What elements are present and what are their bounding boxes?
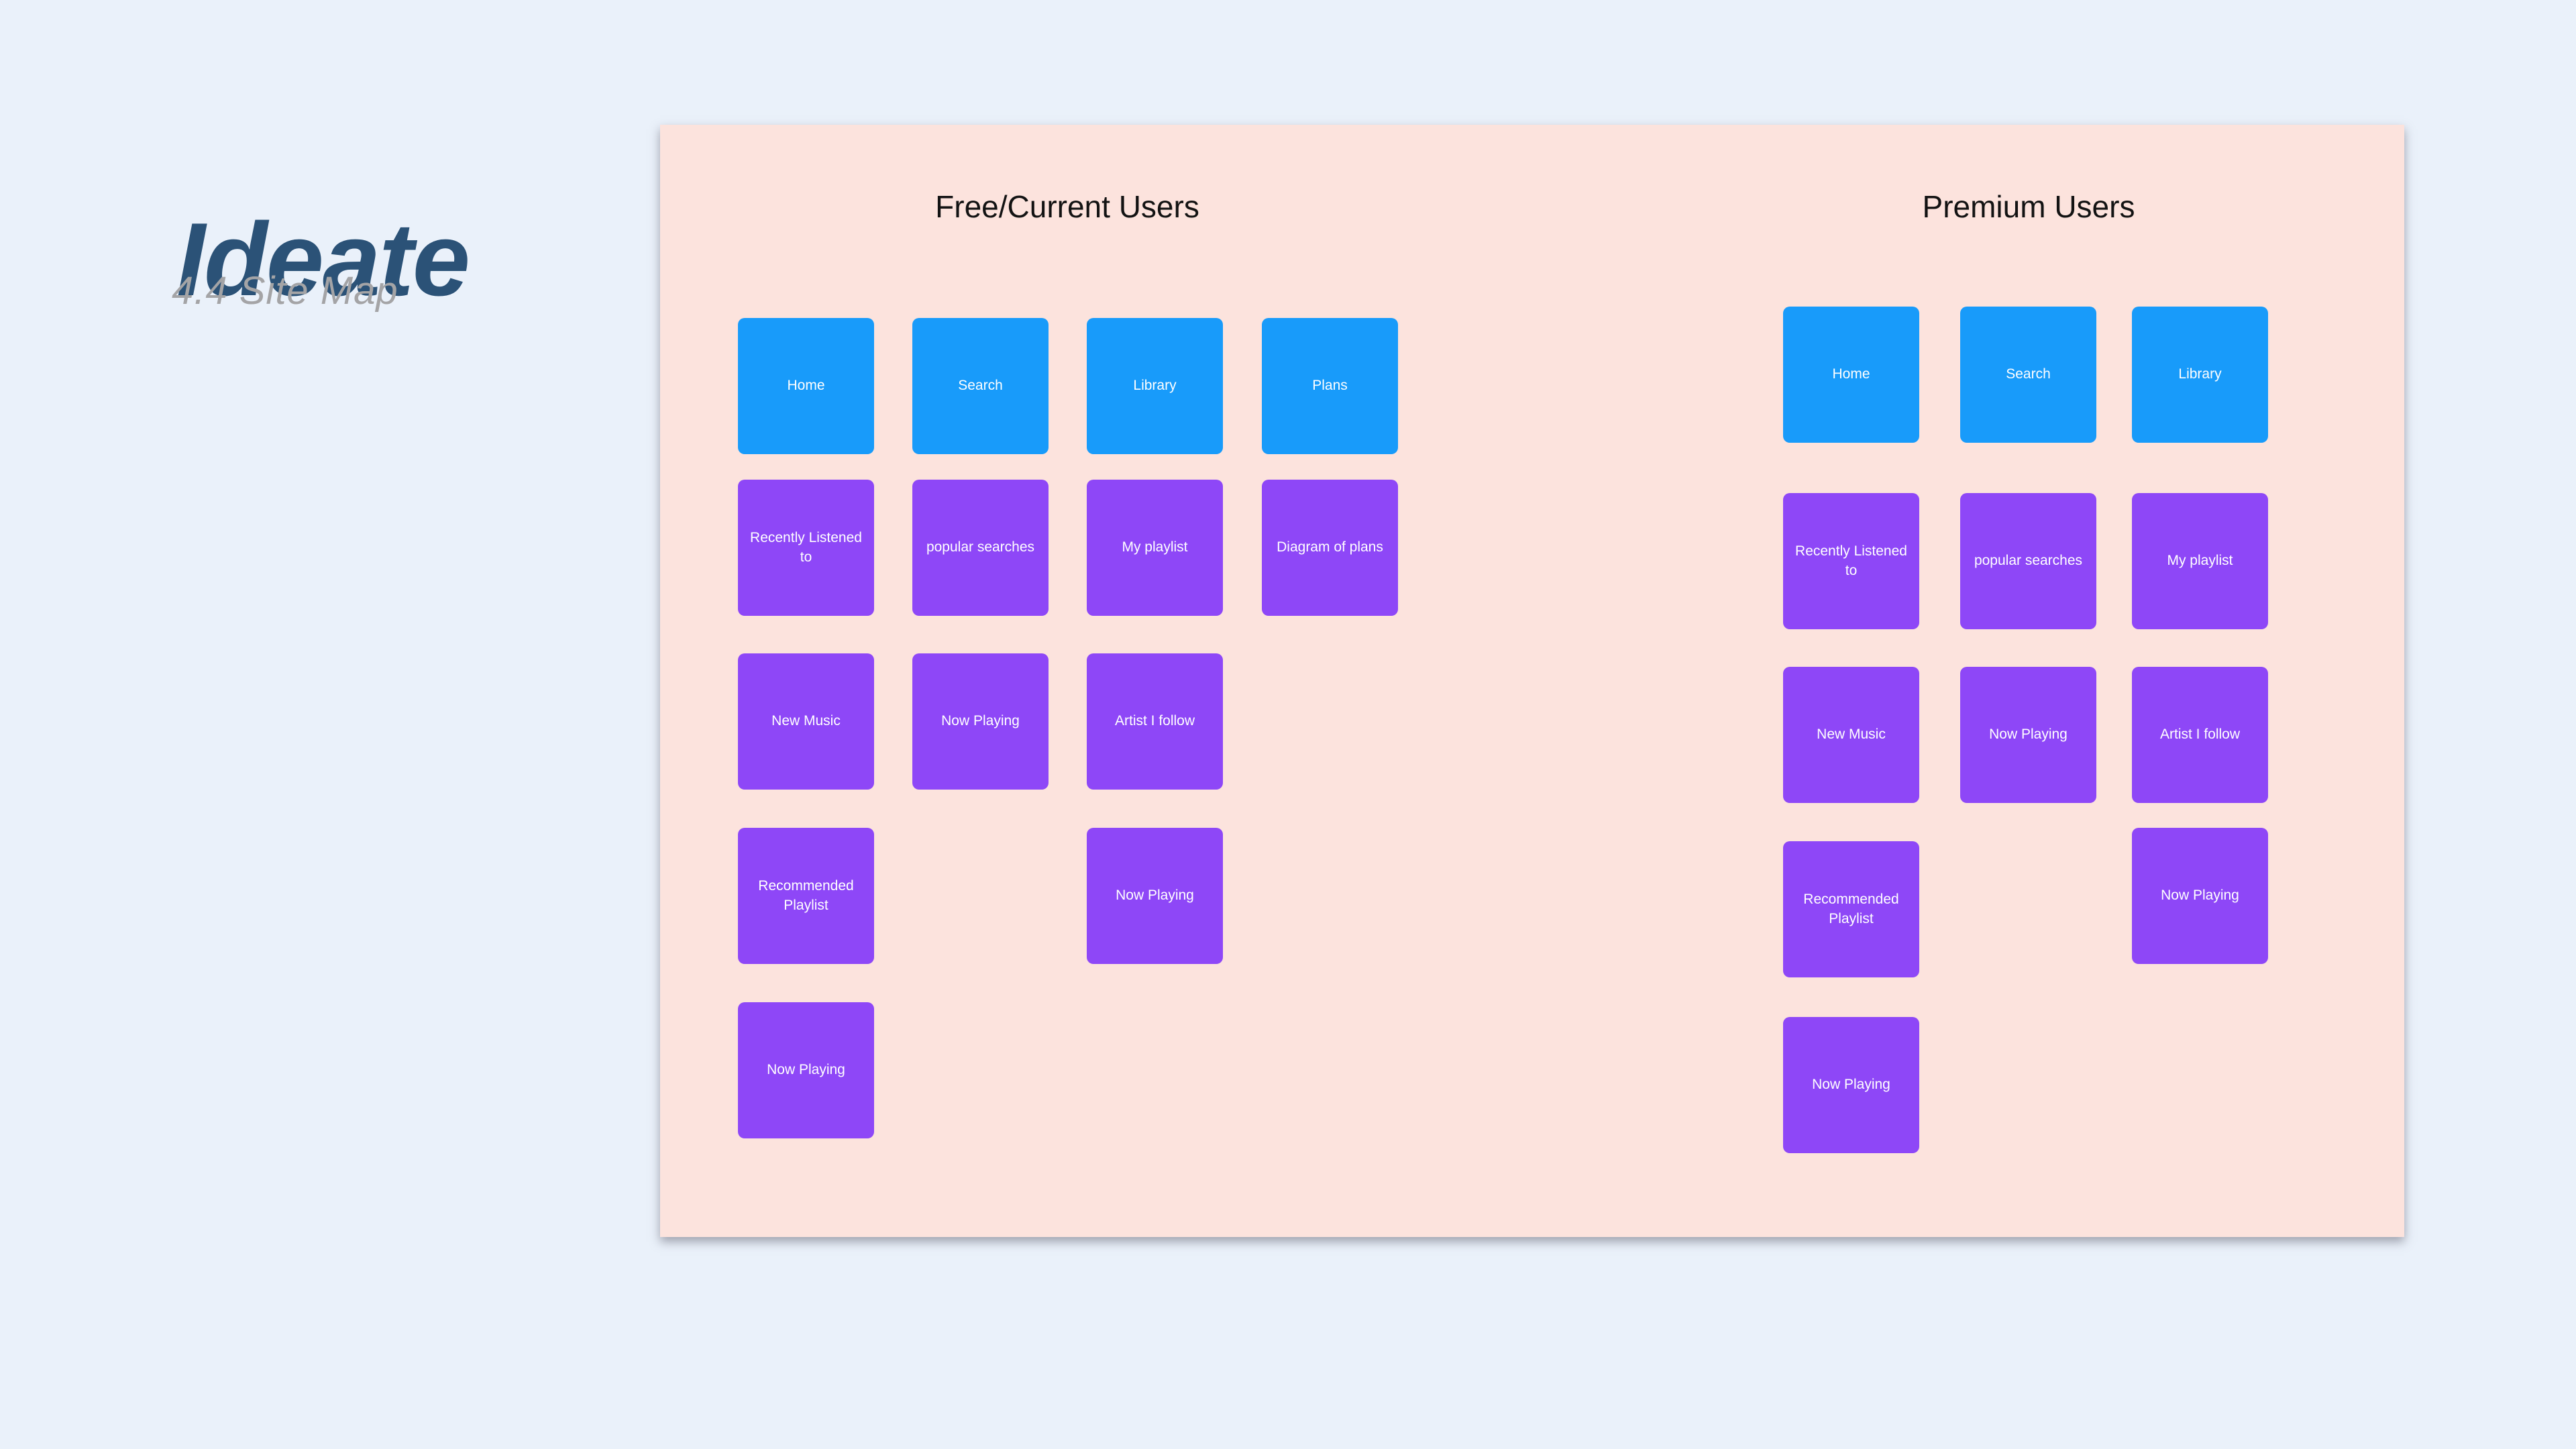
card-label: Diagram of plans — [1277, 539, 1383, 555]
card-label: Search — [2006, 366, 2051, 382]
card-label: My playlist — [1122, 539, 1188, 555]
card-label: Now Playing — [1989, 727, 2068, 743]
card-label: Plans — [1312, 378, 1348, 394]
card-label: Home — [1832, 366, 1870, 382]
sitemap-card-free-r0c0[interactable]: Home — [738, 318, 874, 454]
sitemap-card-premium-r0c2[interactable]: Library — [2132, 307, 2268, 443]
card-label: Library — [1133, 378, 1177, 394]
card-label: Artist I follow — [1114, 713, 1195, 729]
card-label: My playlist — [2167, 553, 2233, 569]
sitemap-card-premium-r1c1[interactable]: popular searches — [1960, 493, 2096, 629]
card-label: Home — [787, 378, 825, 394]
card-label: Now Playing — [1116, 888, 1194, 904]
card-label: Now Playing — [941, 713, 1020, 729]
card-label: Artist I follow — [2159, 727, 2241, 743]
sitemap-card-premium-r0c0[interactable]: Home — [1783, 307, 1919, 443]
sitemap-card-premium-r3c0[interactable]: Recommended Playlist — [1783, 841, 1919, 977]
card-label: Now Playing — [767, 1062, 845, 1078]
sitemap-card-free-r1c3[interactable]: Diagram of plans — [1262, 480, 1398, 616]
sitemap-card-free-r3c0[interactable]: Recommended Playlist — [738, 828, 874, 964]
card-label: Recently Listened to — [1795, 543, 1907, 578]
sitemap-card-premium-r2c1[interactable]: Now Playing — [1960, 667, 2096, 803]
card-label: Search — [958, 378, 1003, 394]
card-label: Recommended Playlist — [1803, 891, 1899, 926]
sitemap-card-free-r2c2[interactable]: Artist I follow — [1087, 653, 1223, 790]
sitemap-card-free-r1c0[interactable]: Recently Listened to — [738, 480, 874, 616]
sitemap-card-free-r2c0[interactable]: New Music — [738, 653, 874, 790]
sitemap-card-free-r3c2[interactable]: Now Playing — [1087, 828, 1223, 964]
sitemap-card-free-r1c2[interactable]: My playlist — [1087, 480, 1223, 616]
sitemap-card-premium-r3c2[interactable]: Now Playing — [2132, 828, 2268, 964]
sitemap-card-free-r4c0[interactable]: Now Playing — [738, 1002, 874, 1138]
sitemap-card-premium-r1c2[interactable]: My playlist — [2132, 493, 2268, 629]
sitemap-card-free-r0c3[interactable]: Plans — [1262, 318, 1398, 454]
page-title: Ideate — [176, 201, 470, 317]
card-label: popular searches — [926, 539, 1035, 555]
sitemap-card-premium-r2c2[interactable]: Artist I follow — [2132, 667, 2268, 803]
card-label: Now Playing — [2161, 888, 2239, 904]
sitemap-card-free-r0c2[interactable]: Library — [1087, 318, 1223, 454]
sitemap-card-premium-r2c0[interactable]: New Music — [1783, 667, 1919, 803]
sitemap-card-free-r2c1[interactable]: Now Playing — [912, 653, 1049, 790]
section-heading-premium-users: Premium Users — [1922, 189, 2135, 224]
section-heading-free-users: Free/Current Users — [935, 189, 1199, 224]
sitemap-card-free-r1c1[interactable]: popular searches — [912, 480, 1049, 616]
page-subtitle: 4.4 Site Map — [172, 269, 398, 313]
sitemap-card-free-r0c1[interactable]: Search — [912, 318, 1049, 454]
card-label: Recommended Playlist — [758, 877, 854, 913]
card-label: New Music — [771, 713, 841, 729]
card-label: New Music — [1817, 727, 1886, 743]
sitemap-card-premium-r4c0[interactable]: Now Playing — [1783, 1017, 1919, 1153]
sitemap-card-premium-r1c0[interactable]: Recently Listened to — [1783, 493, 1919, 629]
card-label: popular searches — [1974, 553, 2083, 569]
sitemap-card-premium-r0c1[interactable]: Search — [1960, 307, 2096, 443]
card-label: Library — [2178, 366, 2222, 382]
card-label: Now Playing — [1812, 1077, 1890, 1093]
card-label: Recently Listened to — [750, 529, 862, 565]
